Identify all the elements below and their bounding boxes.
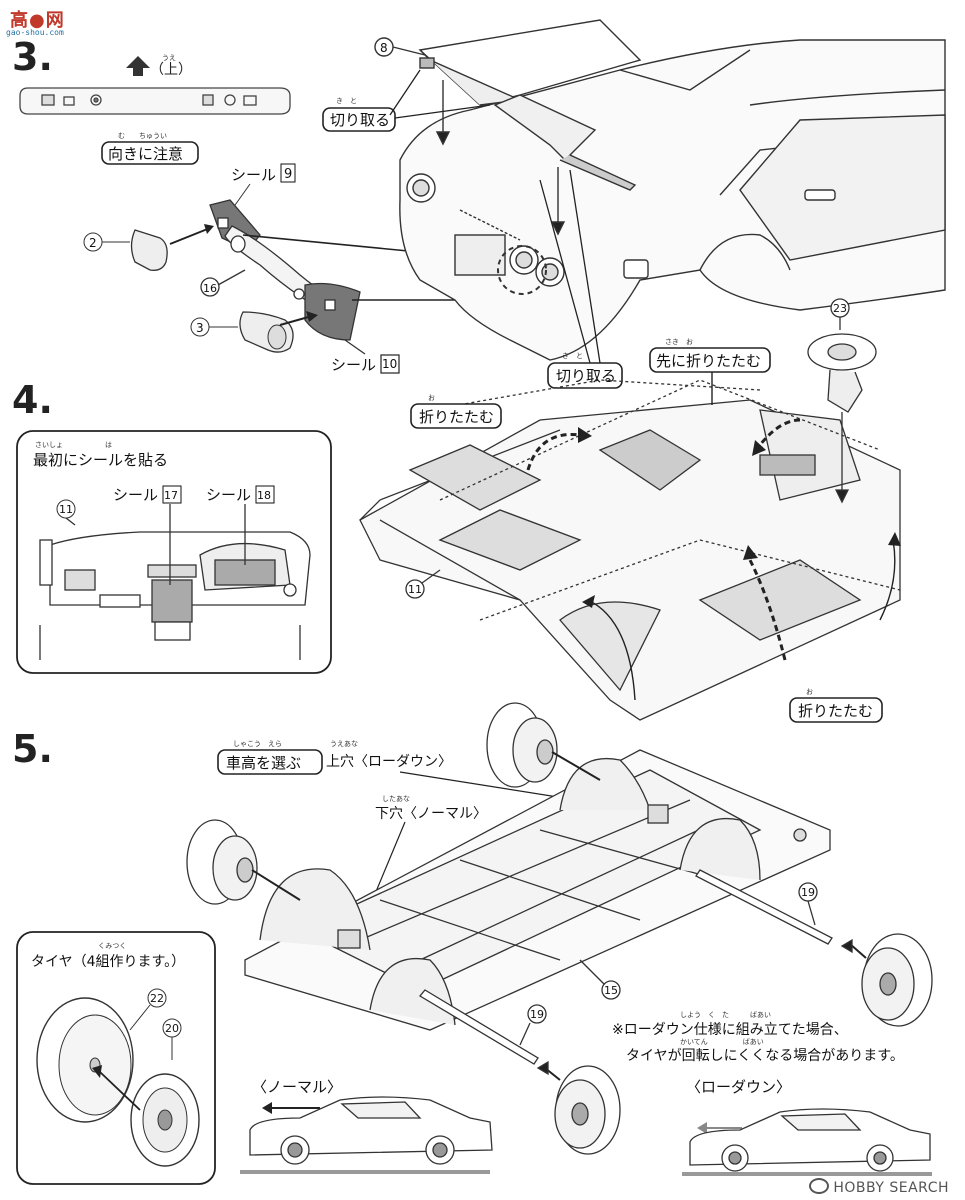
watermark-sub-text: gao-shou.com	[6, 28, 64, 37]
seal10-text: シール	[331, 356, 376, 374]
upper-ruby: うえあな	[330, 740, 358, 748]
normal-label: 〈ノーマル〉	[252, 1078, 342, 1096]
fold-callout-top: お 折りたたむ	[410, 394, 502, 429]
dashboard-drawing	[39, 504, 311, 660]
part-8-number: 8	[380, 41, 388, 55]
caution-text: 向きに注意	[108, 145, 183, 163]
fold-text-bottom: 折りたたむ	[798, 702, 873, 720]
step5-number: 5.	[12, 727, 53, 771]
fold-ruby-bottom: お	[806, 688, 813, 696]
part-19-number-right: 19	[801, 886, 815, 899]
note-line1: ※ローダウン仕様に組み立てた場合、	[612, 1022, 848, 1038]
part-23-steering-wheel: 23	[807, 298, 877, 504]
up-arrow-icon	[126, 56, 150, 76]
part-16-number: 16	[203, 282, 217, 295]
tire-ruby: くみつく	[98, 942, 126, 950]
lower-ruby: したあな	[382, 795, 410, 803]
ground-line-normal	[240, 1170, 490, 1174]
caution-ruby: む ちゅうい	[118, 132, 167, 140]
wheel-rear-right	[840, 933, 933, 1027]
axles-part-19: 19 19	[419, 869, 833, 1065]
hobby-search-logo-icon	[809, 1178, 830, 1194]
seal18-number: 18	[257, 489, 271, 502]
lower-hole-text: 下穴〈ノーマル〉	[375, 806, 487, 822]
normal-car-view: 〈ノーマル〉	[240, 1078, 493, 1174]
cut-text-top: 切り取る	[330, 111, 390, 129]
fold-first-ruby: さき お	[665, 338, 693, 346]
part-20-number: 20	[165, 1022, 179, 1035]
spoiler-front-view	[19, 87, 291, 115]
hobby-search-watermark: HOBBY SEARCH	[809, 1178, 949, 1196]
cut-callout-top: き と 切り取る	[322, 69, 491, 132]
fold-arrowheads	[578, 427, 766, 560]
fold-arrows	[526, 418, 801, 661]
step-5: 5. しゃこう えら 車高を選ぶ うえあな 上穴〈ローダウン〉 したあな 下穴〈…	[12, 702, 933, 1185]
seal17-number: 17	[164, 489, 178, 502]
inset-ruby: さいしょ は	[35, 441, 112, 449]
up-label: （上）	[150, 62, 192, 78]
fold-first-callout: さき お 先に折りたたむ	[649, 338, 771, 405]
fold-first-text: 先に折りたたむ	[656, 352, 761, 370]
upper-hole-text: 上穴〈ローダウン〉	[326, 754, 452, 770]
inset-title: 最初にシールを貼る	[33, 451, 168, 469]
mount-arrows	[587, 539, 896, 701]
note-line2: タイヤが回転しにくくなる場合があります。	[626, 1048, 904, 1064]
ride-height-callout: しゃこう えら 車高を選ぶ うえあな 上穴〈ローダウン〉 したあな 下穴〈ノーマ…	[217, 740, 641, 931]
step-4: 4. さいしょ は 最初にシールを貼る シール 17 シール 18 11	[12, 298, 901, 723]
part-8-wing: 8	[374, 19, 642, 236]
seal-9-label: シール 9	[227, 163, 296, 216]
site-watermark: 高●网 gao-shou.com	[6, 6, 76, 46]
part-15-number: 15	[604, 984, 618, 997]
part-23-number: 23	[833, 302, 847, 315]
note-line2-ruby: かいてん ばあい	[680, 1037, 764, 1046]
part-22-number: 22	[150, 992, 164, 1005]
seal10-number: 10	[382, 357, 397, 371]
part-11-number: 11	[408, 583, 422, 596]
height-ruby: しゃこう えら	[233, 740, 282, 748]
fold-text-top: 折りたたむ	[419, 408, 494, 426]
cut-ruby-bottom: き と	[562, 352, 583, 360]
part-11-number-inset: 11	[59, 503, 73, 516]
tire-assembly-inset: くみつく タイヤ（4組作ります。） 22 20	[16, 931, 216, 1185]
wheel-front-right	[536, 1060, 621, 1155]
note-line1-ruby: しよう く た ばあい	[680, 1010, 771, 1019]
hobby-search-text: HOBBY SEARCH	[833, 1180, 949, 1196]
seal-10-area: シール 10	[293, 282, 400, 374]
lowdown-note: しよう く た ばあい ※ローダウン仕様に組み立てた場合、 かいてん ばあい タ…	[612, 1010, 904, 1064]
step3-number: 3.	[12, 35, 53, 79]
part-19-number-left: 19	[530, 1008, 544, 1021]
ground-line-lowdown	[682, 1172, 932, 1176]
seal17-text: シール	[113, 486, 158, 504]
part-2-number: 2	[89, 236, 97, 250]
step-3: 3. うえ （上） む ちゅうい 向	[12, 19, 946, 389]
cut-text-bottom: 切り取る	[556, 367, 616, 385]
part-3-number: 3	[196, 321, 204, 335]
fold-callout-bottom: お 折りたたむ	[789, 688, 883, 723]
step4-number: 4.	[12, 378, 53, 422]
wheel-rear-left	[486, 702, 601, 788]
caution-callout: む ちゅうい 向きに注意	[101, 132, 199, 165]
cut-ruby-top: き と	[336, 97, 357, 105]
tire-title: タイヤ（4組作ります。）	[31, 954, 185, 970]
part-3: 3	[190, 311, 318, 353]
fold-ruby-top: お	[428, 394, 435, 402]
seal18-text: シール	[206, 486, 251, 504]
seal9-number: 9	[284, 167, 292, 182]
up-ruby: うえ	[162, 54, 176, 62]
seal-first-inset: さいしょ は 最初にシールを貼る シール 17 シール 18 11	[16, 430, 332, 674]
part-2: 2	[83, 224, 214, 271]
wheel-front-left	[186, 819, 301, 905]
watermark-main-text: 高●网	[10, 10, 65, 31]
interior-tub-part-11: 11	[359, 379, 901, 721]
lowdown-car-view: 〈ローダウン〉	[682, 1078, 932, 1176]
chassis-part-15: 15	[244, 749, 831, 1031]
up-direction-indicator: うえ （上）	[126, 54, 192, 78]
cut-callout-bottom: き と 切り取る	[539, 169, 623, 389]
lowdown-label: 〈ローダウン〉	[686, 1078, 791, 1096]
seal9-text: シール	[231, 166, 276, 184]
height-text: 車高を選ぶ	[226, 754, 301, 772]
